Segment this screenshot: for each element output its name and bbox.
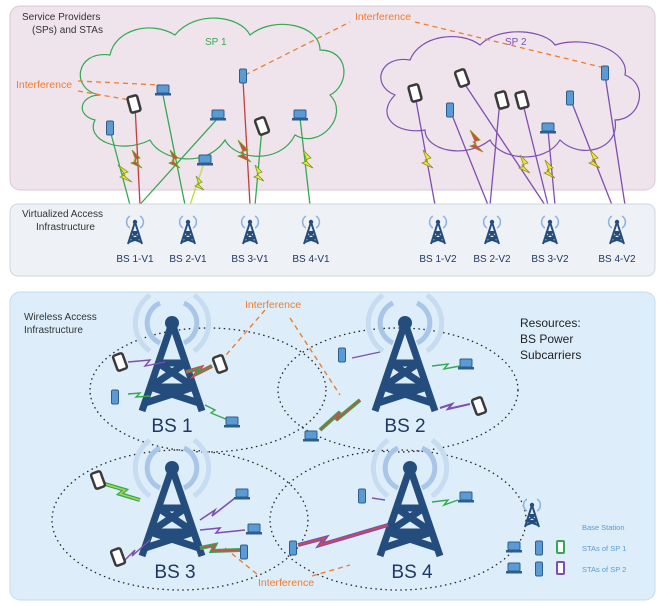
top-interference-lines xyxy=(77,21,606,101)
virtual-bs-label: BS 4-V1 xyxy=(292,254,330,265)
legend-sp1-laptop-icon xyxy=(505,541,523,553)
bs1-label: BS 1 xyxy=(151,416,192,437)
resources-title: Resources: xyxy=(520,316,581,330)
virtual-bs-label: BS 1-V1 xyxy=(116,254,154,265)
sp2-phone-icon xyxy=(601,65,609,81)
virtual-bs-label: BS 3-V1 xyxy=(231,254,269,265)
interference-label-top-center: Interference xyxy=(355,11,411,23)
sp1-cloud xyxy=(79,17,345,160)
sp1-laptop-icon xyxy=(196,154,214,166)
sp1-laptop-icon xyxy=(245,523,263,535)
interference-label-bottom-top: Interference xyxy=(245,299,301,311)
sp1-laptop-icon xyxy=(457,491,475,503)
legend-base-station-label: Base Station xyxy=(582,523,625,532)
sp2-phone-icon xyxy=(566,90,574,106)
sp-panel-title-line1: Service Providers xyxy=(22,12,100,23)
legend-sp1-label: STAs of SP 1 xyxy=(582,544,626,553)
sp1-phone-icon xyxy=(240,544,248,560)
sp-panel-title-line2: (SPs) and STAs xyxy=(32,25,103,36)
bottom-interference-lines xyxy=(219,309,351,577)
wireless-panel-title-line2: Infrastructure xyxy=(24,325,83,336)
sp1-laptop-icon xyxy=(223,416,241,428)
legend-sp2-phone-icon xyxy=(535,561,543,577)
sp1-phone-icon xyxy=(239,68,247,84)
legend-sp2-tablet-icon xyxy=(556,561,565,575)
virtual-panel xyxy=(9,203,656,277)
sp1-phone-icon xyxy=(106,120,114,136)
sp2-phone-icon xyxy=(446,102,454,118)
sp1-laptop-icon xyxy=(209,109,227,121)
virtual-panel-title-line1: Virtualized Access xyxy=(22,209,103,220)
interference-label-bottom-bottom: Interference xyxy=(258,577,314,589)
virtual-bs-label: BS 2-V2 xyxy=(473,254,511,265)
sp2-bolts xyxy=(420,129,601,179)
resources-item-subcarriers: Subcarriers xyxy=(520,348,581,362)
sp1-laptop-icon xyxy=(154,84,172,96)
virtual-bs-label: BS 2-V1 xyxy=(169,254,207,265)
sp1-phone-icon xyxy=(111,389,119,405)
bottom-links xyxy=(104,351,471,561)
sp1-phone-icon xyxy=(338,347,346,363)
sp2-cloud xyxy=(380,31,641,158)
bs3-label: BS 3 xyxy=(154,562,195,583)
bs2-label: BS 2 xyxy=(384,416,425,437)
sp1-laptop-icon xyxy=(233,488,251,500)
virtual-bs-label: BS 4-V2 xyxy=(598,254,636,265)
resources-item-power: BS Power xyxy=(520,332,573,346)
sp2-laptop-icon xyxy=(539,122,557,134)
virtual-panel-title-line2: Infrastructure xyxy=(36,222,95,233)
legend: Base Station STAs of SP 1 STAs of SP 2 xyxy=(505,498,626,577)
legend-sp2-label: STAs of SP 2 xyxy=(582,565,626,574)
legend-sp2-laptop-icon xyxy=(505,562,523,574)
sp1-laptop-icon xyxy=(302,430,320,442)
sp2-label: SP 2 xyxy=(505,37,527,48)
virtual-bs-label: BS 3-V2 xyxy=(531,254,569,265)
sp2-laptop-icon xyxy=(457,358,475,370)
virtual-bs-label: BS 1-V2 xyxy=(419,254,457,265)
legend-sp1-tablet-icon xyxy=(556,540,565,554)
sp1-phone-icon xyxy=(358,488,366,504)
legend-sp1-phone-icon xyxy=(535,540,543,556)
sp2-links xyxy=(414,74,626,206)
bs4-label: BS 4 xyxy=(391,562,433,583)
sp1-laptop-icon xyxy=(291,109,309,121)
sp1-label: SP 1 xyxy=(205,37,227,48)
interference-label-top-left: Interference xyxy=(16,79,72,91)
sp1-phone-icon xyxy=(289,540,297,556)
wireless-panel-title-line1: Wireless Access xyxy=(24,312,97,323)
sp1-bolts xyxy=(117,139,314,191)
